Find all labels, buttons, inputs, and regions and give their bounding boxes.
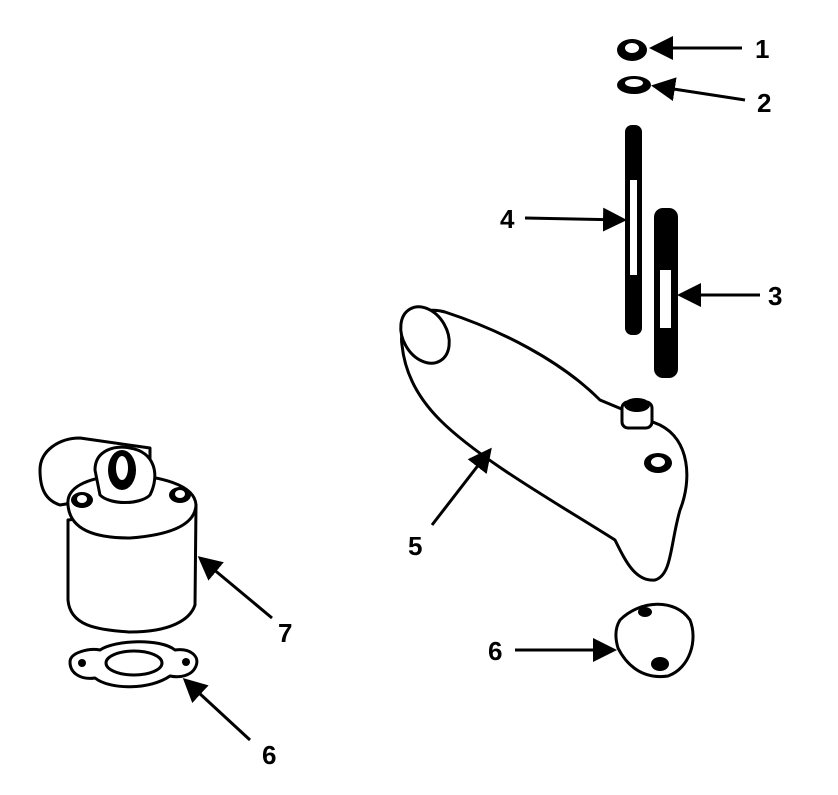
callout-7: 7 [278,618,292,648]
part-1-nut [617,39,647,61]
callout-6-right: 6 [488,636,502,666]
callout-4: 4 [500,204,515,234]
part-6-gasket-right [614,602,695,679]
part-2-washer [617,76,651,94]
callout-2: 2 [757,88,771,118]
callout-6-left: 6 [262,740,276,770]
part-5-elbow-pipe [399,305,689,582]
leader-5 [430,447,492,526]
callout-1: 1 [755,34,769,64]
part-3-stud [654,208,678,378]
callout-3: 3 [768,281,782,311]
callout-5: 5 [408,531,422,561]
leader-lines [182,36,760,742]
leader-2 [651,77,746,102]
leader-6-left [182,677,252,742]
leader-4 [524,207,627,232]
part-7-housing [38,436,198,634]
part-6-gasket-left [68,640,199,689]
part-4-stud [625,125,642,335]
leader-7 [197,556,273,620]
